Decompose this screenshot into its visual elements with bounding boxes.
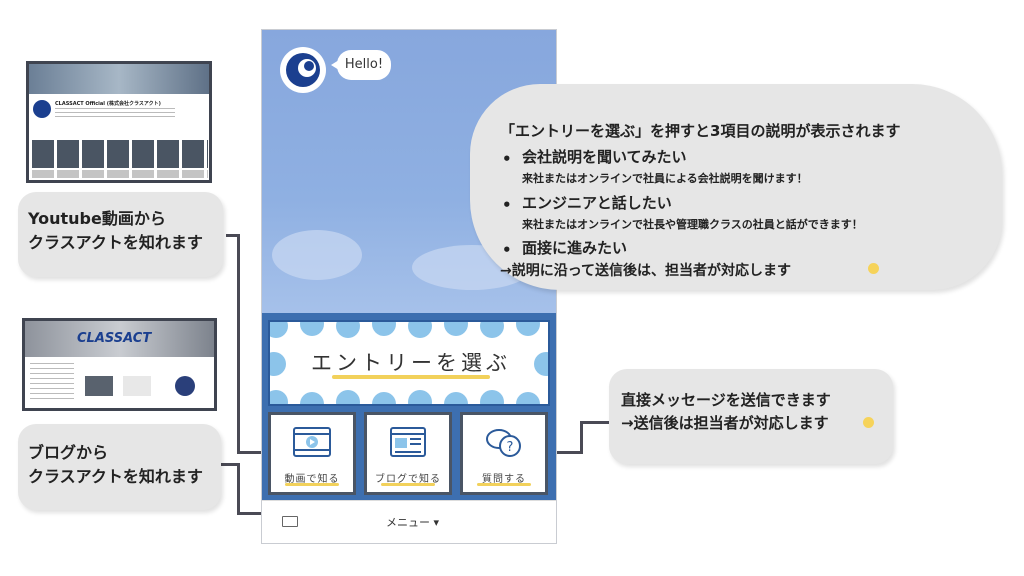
entry-item-1-title: 会社説明を聞いてみたい: [522, 148, 687, 166]
connector-youtube-to-tile: [237, 451, 269, 454]
decor-dot: [270, 352, 286, 376]
svg-text:?: ?: [507, 440, 514, 455]
video-title-lines: [32, 170, 208, 178]
channel-avatar: [33, 100, 51, 118]
keyboard-icon[interactable]: [282, 516, 298, 527]
entry-annotation-heading: 「エントリーを選ぶ」を押すと3項目の説明が表示されます: [500, 122, 901, 140]
connector-blog-v: [237, 463, 240, 515]
tile-underline: [285, 483, 339, 486]
tile-underline: [477, 483, 531, 486]
connector-message-h: [548, 451, 582, 454]
youtube-banner: [29, 64, 209, 94]
message-annotation-bubble: 直接メッセージを送信できます →送信後は担当者が対応します: [609, 369, 893, 464]
blog-thumb-1: [85, 376, 113, 396]
entry-underline: [332, 375, 490, 379]
question-tile-button[interactable]: ? 質問する: [460, 412, 548, 495]
blog-annotation-line1: ブログから: [28, 443, 109, 462]
blog-annotation-bubble: ブログから クラスアクトを知れます: [18, 424, 221, 510]
rich-menu-panel: エントリーを選ぶ 動画で知る ブログで: [262, 313, 556, 500]
decor-dot: [444, 322, 468, 336]
lightbulb-icon: [868, 263, 879, 274]
youtube-annotation-line2: クラスアクトを知れます: [28, 233, 203, 252]
blog-screenshot: CLASSACT: [22, 318, 217, 411]
entry-item-3-bullet: •: [502, 241, 512, 259]
decor-dot: [336, 390, 360, 404]
entry-annotation-footer: →説明に沿って送信後は、担当者が対応します: [500, 263, 792, 279]
bot-avatar: [280, 47, 326, 93]
blog-logo: CLASSACT: [77, 331, 152, 346]
decor-dot: [408, 322, 432, 338]
decor-dot: [408, 390, 432, 404]
blog-tile-button[interactable]: ブログで知る: [364, 412, 452, 495]
connector-youtube-h: [226, 234, 240, 237]
blog-thumb-2: [123, 376, 151, 396]
connector-youtube-v: [237, 234, 240, 454]
blog-tile-label: ブログで知る: [375, 474, 441, 485]
decor-dot: [444, 392, 468, 404]
channel-name: CLASSACT Official (株式会社クラスアクト): [55, 101, 161, 107]
video-icon: [293, 427, 331, 457]
decor-dot: [372, 392, 396, 404]
entry-item-2-desc: 来社またはオンラインで社長や管理職クラスの社員と話ができます！: [522, 218, 863, 231]
message-annotation-line2: →送信後は担当者が対応します: [621, 414, 829, 432]
phone-bottom-bar: メニュー ▾: [262, 500, 556, 543]
youtube-screenshot: CLASSACT Official (株式会社クラスアクト): [26, 61, 212, 183]
decor-dot: [516, 322, 540, 336]
entry-item-1-bullet: •: [502, 150, 512, 168]
entry-label-band: エントリーを選ぶ: [292, 342, 530, 386]
blog-thumb-3: [175, 376, 195, 396]
connector-message-h2: [580, 421, 612, 424]
blog-banner: [25, 321, 214, 357]
youtube-annotation-line1: Youtube動画から: [28, 209, 166, 228]
blog-sidebar-lines: [30, 363, 74, 403]
decor-dot: [300, 322, 324, 336]
blog-icon: [390, 427, 426, 457]
greeting-bubble: Hello!: [331, 50, 391, 80]
decor-dot: [534, 352, 548, 376]
message-annotation-line1: 直接メッセージを送信できます: [621, 391, 831, 409]
video-tile-label: 動画で知る: [284, 474, 340, 485]
menu-toggle[interactable]: メニュー ▾: [386, 516, 440, 529]
entry-item-3-title: 面接に進みたい: [522, 239, 628, 257]
decor-dot: [516, 392, 540, 404]
entry-button[interactable]: エントリーを選ぶ: [268, 320, 550, 406]
entry-item-2-bullet: •: [502, 196, 512, 214]
channel-info-lines: [55, 108, 175, 118]
decor-dot: [372, 322, 396, 336]
youtube-annotation-bubble: Youtube動画から クラスアクトを知れます: [18, 192, 223, 277]
entry-item-1-desc: 来社またはオンラインで社員による会社説明を聞けます！: [522, 172, 808, 185]
decor-dot: [480, 390, 504, 404]
connector-blog-h1: [220, 463, 240, 466]
cloud: [272, 230, 362, 280]
decor-dot: [270, 390, 288, 404]
decor-dot: [336, 322, 360, 338]
decor-dot: [300, 392, 324, 404]
tile-underline: [381, 483, 435, 486]
decor-dot: [480, 322, 504, 338]
question-chat-icon: ?: [486, 429, 521, 457]
question-tile-label: 質問する: [482, 474, 526, 485]
entry-annotation-bubble: 「エントリーを選ぶ」を押すと3項目の説明が表示されます • 会社説明を聞いてみた…: [470, 84, 1002, 290]
video-thumbnail-row: [32, 140, 208, 168]
lightbulb-icon: [863, 417, 874, 428]
classact-logo-icon: [286, 53, 320, 87]
decor-dot: [270, 322, 288, 338]
entry-item-2-title: エンジニアと話したい: [522, 194, 672, 212]
entry-button-label: エントリーを選ぶ: [311, 351, 511, 375]
video-tile-button[interactable]: 動画で知る: [268, 412, 356, 495]
connector-message-v: [580, 421, 583, 454]
blog-annotation-line2: クラスアクトを知れます: [28, 467, 203, 486]
